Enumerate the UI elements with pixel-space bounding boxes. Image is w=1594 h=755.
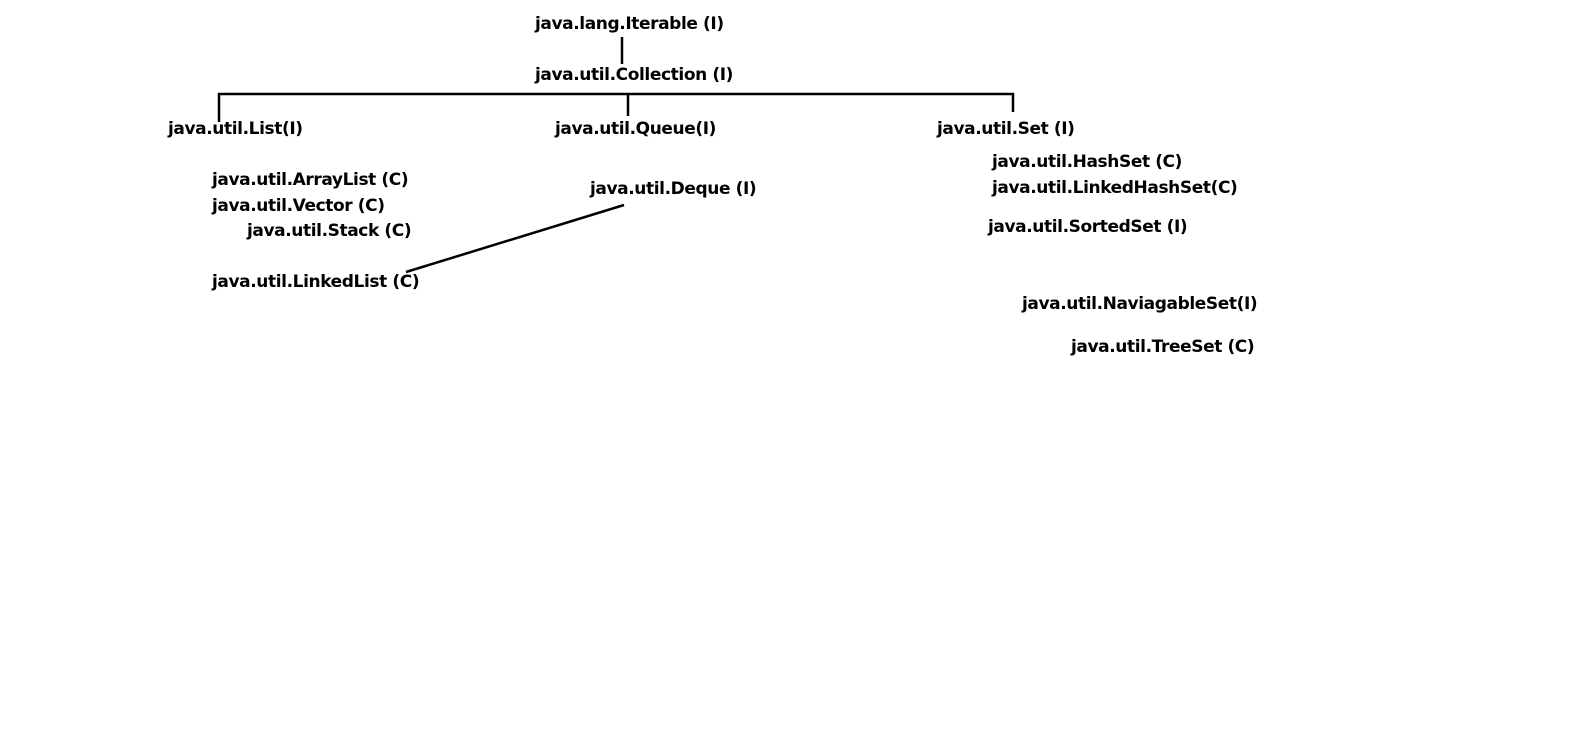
node-queue: java.util.Queue(I) bbox=[555, 119, 717, 139]
node-sortedset: java.util.SortedSet (I) bbox=[988, 217, 1188, 237]
node-stack: java.util.Stack (C) bbox=[247, 221, 412, 241]
node-set: java.util.Set (I) bbox=[937, 119, 1075, 139]
node-list: java.util.List(I) bbox=[168, 119, 303, 139]
node-linkedlist: java.util.LinkedList (C) bbox=[212, 272, 420, 292]
node-iterable: java.lang.Iterable (I) bbox=[535, 14, 724, 34]
node-navigableset: java.util.NaviagableSet(I) bbox=[1022, 294, 1258, 314]
node-linkedhashset: java.util.LinkedHashSet(C) bbox=[992, 178, 1238, 198]
node-collection: java.util.Collection (I) bbox=[535, 65, 733, 85]
connector-deque-linkedlist bbox=[405, 203, 625, 274]
node-vector: java.util.Vector (C) bbox=[212, 196, 385, 216]
node-arraylist: java.util.ArrayList (C) bbox=[212, 170, 409, 190]
node-treeset: java.util.TreeSet (C) bbox=[1071, 337, 1255, 357]
node-hashset: java.util.HashSet (C) bbox=[992, 152, 1183, 172]
node-deque: java.util.Deque (I) bbox=[590, 179, 757, 199]
